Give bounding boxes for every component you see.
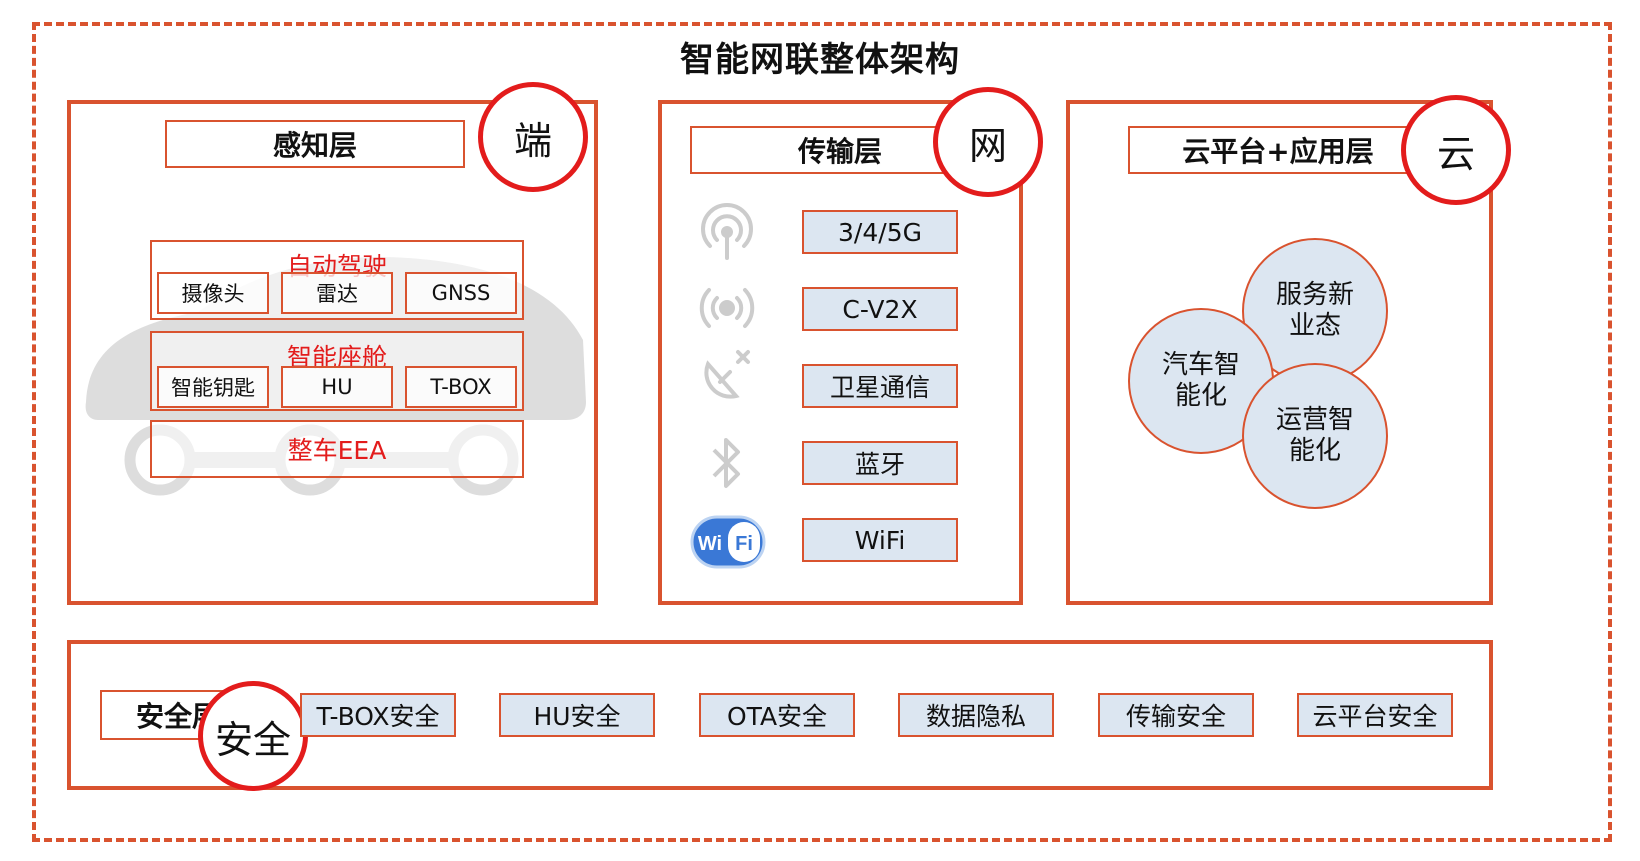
satellite-box: 卫星通信 — [802, 364, 958, 408]
cloud-header: 云平台+应用层 — [1128, 126, 1428, 174]
cockpit-chip: 智能钥匙 — [157, 366, 269, 408]
bluetooth-icon — [704, 432, 750, 494]
vehicle-eea-group: 整车EEA — [150, 420, 524, 478]
operation-intelligence-bubble: 运营智 能化 — [1242, 363, 1388, 509]
c-v2x-box: C-V2X — [802, 287, 958, 331]
perception-marker: 端 — [478, 82, 588, 192]
outer-dashed-frame — [32, 22, 1612, 842]
security-item: OTA安全 — [699, 693, 855, 737]
perception-header: 感知层 — [165, 120, 465, 168]
security-item: 云平台安全 — [1297, 693, 1453, 737]
security-marker: 安全 — [198, 681, 308, 791]
security-item: HU安全 — [499, 693, 655, 737]
cloud-marker: 云 — [1401, 95, 1511, 205]
sensor-chip: 摄像头 — [157, 272, 269, 314]
broadcast-icon — [696, 280, 758, 336]
satellite-dish-icon — [696, 346, 758, 406]
security-item: 传输安全 — [1098, 693, 1254, 737]
bluetooth-box: 蓝牙 — [802, 441, 958, 485]
sensor-chip: 雷达 — [281, 272, 393, 314]
security-item: 数据隐私 — [898, 693, 1054, 737]
svg-text:Wi: Wi — [698, 533, 722, 555]
cockpit-chip: HU — [281, 366, 393, 408]
wifi-logo-icon: Wi Fi — [690, 513, 766, 571]
network-3-4-5g-box: 3/4/5G — [802, 210, 958, 254]
svg-text:Fi: Fi — [735, 533, 753, 555]
antenna-signal-icon — [696, 202, 758, 264]
group-title: 整车EEA — [287, 436, 387, 465]
transport-marker: 网 — [933, 87, 1043, 197]
cockpit-chip: T-BOX — [405, 366, 517, 408]
sensor-chip: GNSS — [405, 272, 517, 314]
page-title: 智能网联整体架构 — [680, 40, 960, 80]
wifi-box: WiFi — [802, 518, 958, 562]
security-item: T-BOX安全 — [300, 693, 456, 737]
